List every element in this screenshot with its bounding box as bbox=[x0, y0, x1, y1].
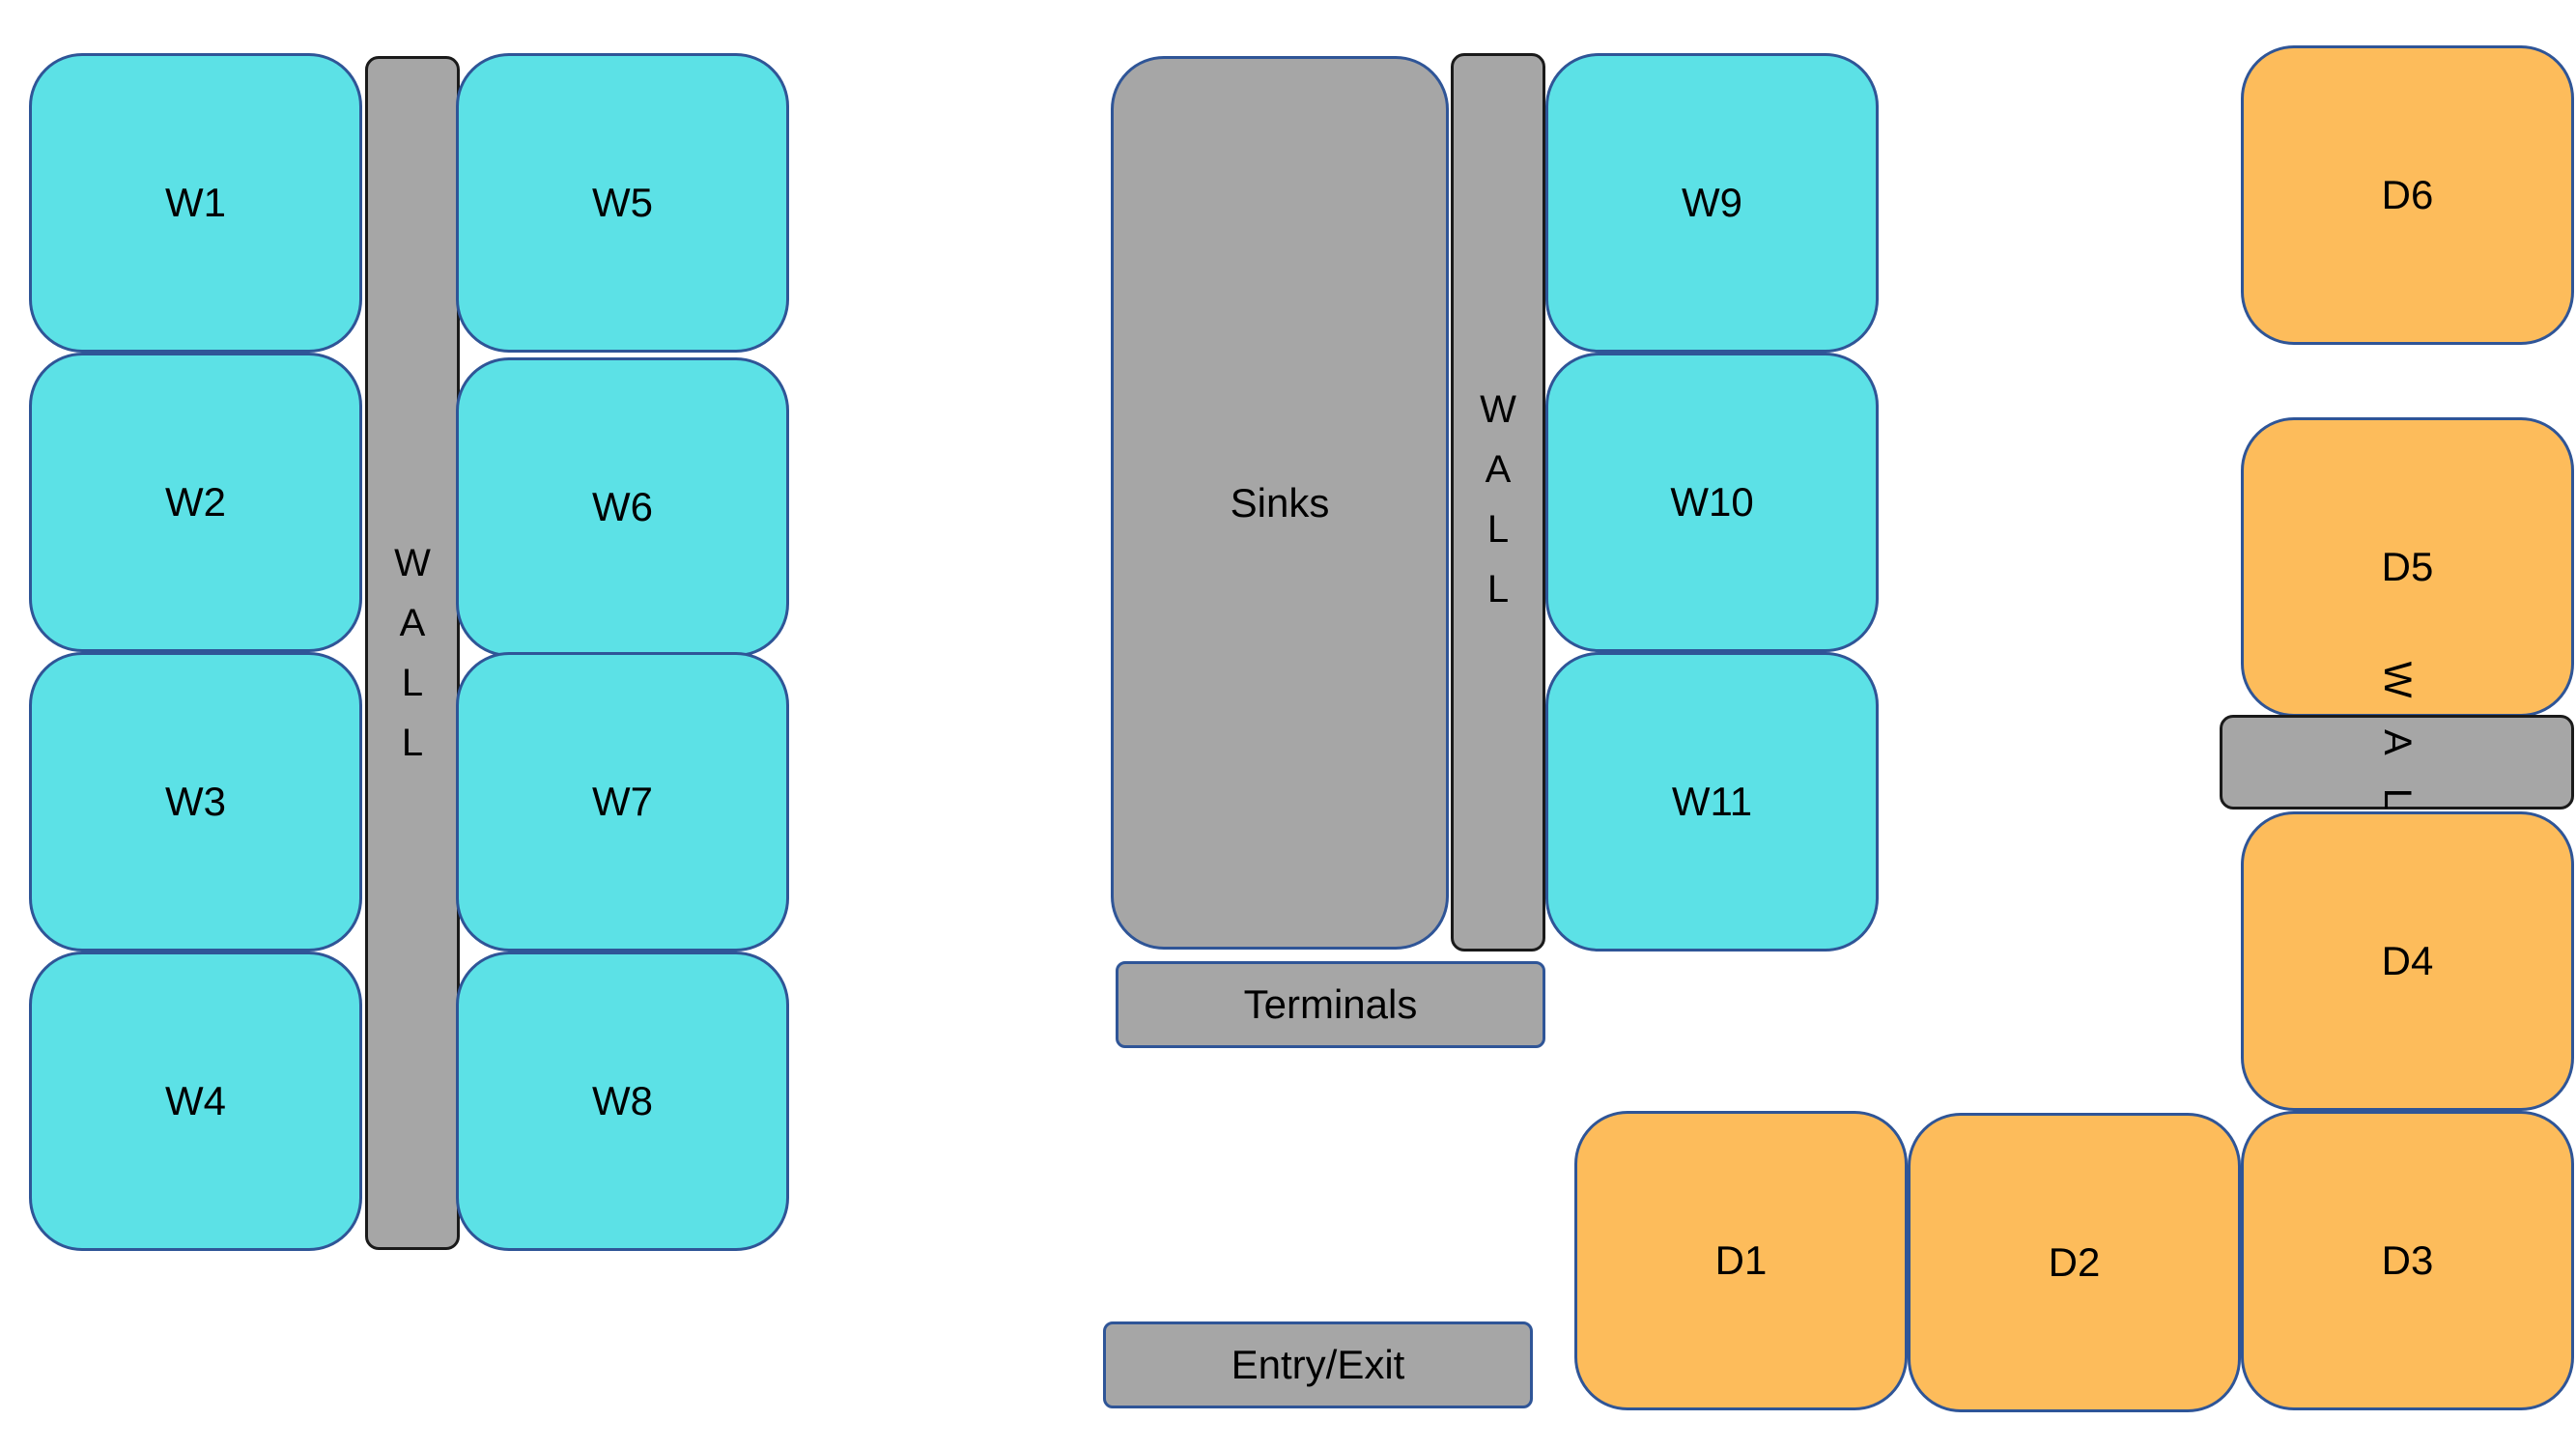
wall-middle-letter: A bbox=[1485, 448, 1512, 491]
workstation-w1: W1 bbox=[29, 53, 362, 353]
workstation-w10-label: W10 bbox=[1670, 479, 1754, 525]
workstation-w9: W9 bbox=[1545, 53, 1879, 353]
desk-d5-label: D5 bbox=[2381, 544, 2434, 589]
workstation-w6: W6 bbox=[456, 357, 789, 657]
desk-d2: D2 bbox=[1908, 1113, 2241, 1412]
desk-d1-label: D1 bbox=[1714, 1237, 1768, 1283]
wall-left-letter: W bbox=[394, 542, 431, 584]
desk-d3: D3 bbox=[2241, 1111, 2574, 1410]
wall-middle: W A L L bbox=[1451, 53, 1545, 952]
desk-d4-label: D4 bbox=[2381, 938, 2434, 983]
workstation-w11: W11 bbox=[1545, 652, 1879, 952]
wall-left: W A L L bbox=[365, 56, 460, 1250]
wall-left-letter: L bbox=[401, 722, 424, 764]
wall-right-letter: A bbox=[2376, 728, 2419, 788]
desk-d1: D1 bbox=[1574, 1111, 1908, 1410]
wall-left-label: W A L L bbox=[394, 533, 431, 773]
workstation-w8-label: W8 bbox=[592, 1078, 653, 1123]
terminals-bar: Terminals bbox=[1116, 961, 1545, 1048]
workstation-w7: W7 bbox=[456, 652, 789, 952]
workstation-w5: W5 bbox=[456, 53, 789, 353]
workstation-w10: W10 bbox=[1545, 353, 1879, 652]
entry-exit-label: Entry/Exit bbox=[1231, 1342, 1405, 1387]
workstation-w5-label: W5 bbox=[592, 180, 653, 225]
desk-d3-label: D3 bbox=[2381, 1237, 2434, 1283]
workstation-w2-label: W2 bbox=[165, 479, 226, 525]
workstation-w6-label: W6 bbox=[592, 484, 653, 529]
terminals-label: Terminals bbox=[1243, 981, 1418, 1027]
wall-left-letter: A bbox=[399, 602, 426, 644]
workstation-w3-label: W3 bbox=[165, 779, 226, 824]
entry-exit: Entry/Exit bbox=[1103, 1321, 1533, 1408]
workstation-w11-label: W11 bbox=[1671, 779, 1753, 824]
sinks-area: Sinks bbox=[1111, 56, 1449, 950]
wall-middle-letter: L bbox=[1486, 508, 1510, 551]
workstation-w7-label: W7 bbox=[592, 779, 653, 824]
desk-d2-label: D2 bbox=[2048, 1239, 2101, 1285]
workstation-w3: W3 bbox=[29, 652, 362, 952]
workstation-w8: W8 bbox=[456, 952, 789, 1251]
sinks-label: Sinks bbox=[1230, 479, 1330, 526]
desk-d5: D5 bbox=[2241, 417, 2574, 717]
workstation-w1-label: W1 bbox=[165, 180, 226, 225]
wall-middle-label: W A L L bbox=[1480, 380, 1516, 619]
wall-right-letter: W bbox=[2376, 661, 2419, 729]
desk-d4: D4 bbox=[2241, 811, 2574, 1111]
wall-middle-letter: L bbox=[1486, 568, 1510, 611]
wall-middle-letter: W bbox=[1480, 388, 1516, 431]
desk-d6-label: D6 bbox=[2381, 172, 2434, 217]
workstation-w9-label: W9 bbox=[1682, 180, 1742, 225]
workstation-w2: W2 bbox=[29, 353, 362, 652]
workstation-w4-label: W4 bbox=[165, 1078, 226, 1123]
workstation-w4: W4 bbox=[29, 952, 362, 1251]
desk-d6: D6 bbox=[2241, 45, 2574, 345]
wall-left-letter: L bbox=[401, 662, 424, 704]
